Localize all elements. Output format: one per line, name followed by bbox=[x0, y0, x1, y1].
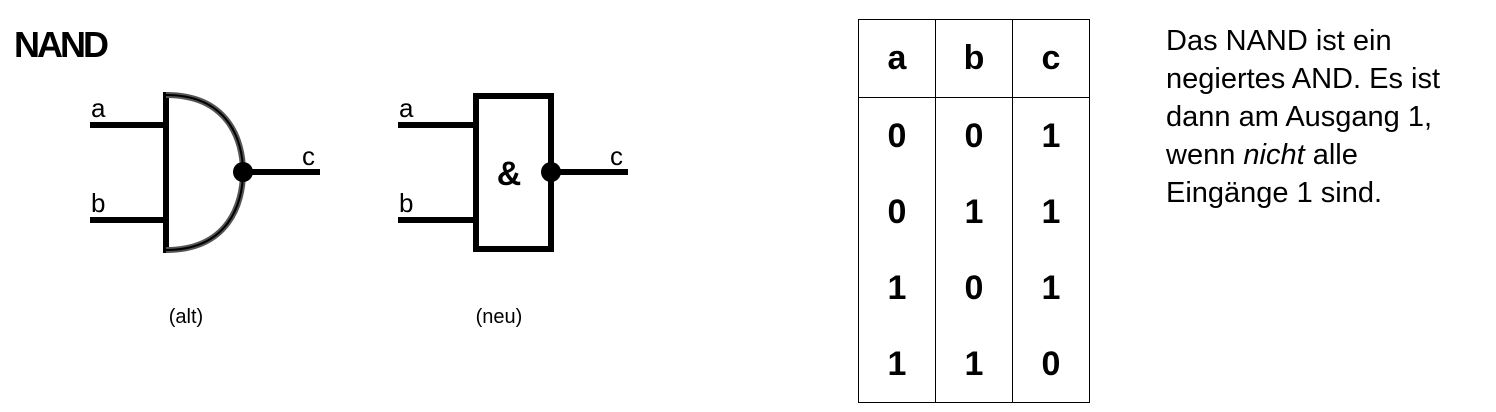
pin-label-b-old: b bbox=[91, 188, 105, 218]
table-cell: 1 bbox=[935, 174, 1013, 250]
table-cell: 1 bbox=[1012, 174, 1090, 250]
gate-diagrams: a b c & a b c bbox=[90, 92, 628, 253]
description-part-1: Das NAND ist ein negiertes AND. Es ist d… bbox=[1166, 25, 1440, 171]
gate-body-curve bbox=[165, 92, 247, 253]
pin-label-a-new: a bbox=[399, 93, 414, 123]
table-cell: 0 bbox=[858, 174, 936, 250]
table-row: 0 1 1 bbox=[858, 174, 1090, 250]
negation-bubble-new bbox=[541, 162, 561, 182]
table-cell: 0 bbox=[1012, 326, 1090, 403]
pin-label-c-old: c bbox=[302, 141, 315, 171]
pin-label-a-old: a bbox=[91, 93, 106, 123]
table-cell: 1 bbox=[935, 326, 1013, 403]
header-cell-b: b bbox=[935, 19, 1013, 98]
table-row: 1 1 0 bbox=[858, 326, 1090, 403]
and-symbol: & bbox=[497, 155, 522, 193]
caption-new: (neu) bbox=[475, 306, 523, 328]
table-cell: 0 bbox=[935, 250, 1013, 326]
table-row: 0 0 1 bbox=[858, 97, 1090, 174]
pin-label-c-new: c bbox=[610, 141, 623, 171]
description-emphasis: nicht bbox=[1243, 139, 1305, 171]
table-cell: 1 bbox=[858, 326, 936, 403]
nand-gate-old: a b c bbox=[90, 92, 320, 253]
header-cell-c: c bbox=[1012, 19, 1090, 98]
table-cell: 1 bbox=[858, 250, 936, 326]
pin-label-b-new: b bbox=[399, 188, 413, 218]
table-cell: 1 bbox=[1012, 250, 1090, 326]
table-cell: 1 bbox=[1012, 97, 1090, 174]
nand-gate-new: & a b c bbox=[398, 93, 628, 252]
table-cell: 0 bbox=[858, 97, 936, 174]
caption-old: (alt) bbox=[168, 306, 204, 328]
table-cell: 0 bbox=[935, 97, 1013, 174]
table-row: 1 0 1 bbox=[858, 250, 1090, 326]
truth-table-header-row: a b c bbox=[858, 19, 1090, 98]
description-part-2: alle Eingänge 1 sind. bbox=[1166, 139, 1383, 209]
truth-table: a b c 0 0 1 0 1 1 1 0 1 1 1 0 bbox=[858, 19, 1090, 403]
negation-bubble-old bbox=[233, 162, 253, 182]
description-text: Das NAND ist ein negiertes AND. Es ist d… bbox=[1166, 22, 1486, 212]
header-cell-a: a bbox=[858, 19, 936, 98]
page-title: NAND bbox=[14, 24, 109, 65]
